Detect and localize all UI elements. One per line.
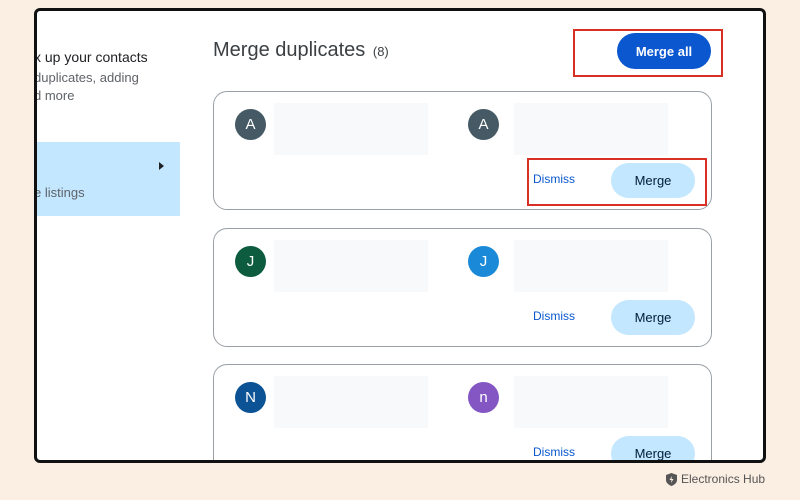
sidebar-item-label: e listings (34, 185, 85, 200)
annotation-highlight-box (573, 29, 723, 77)
merge-button[interactable]: Merge (611, 163, 695, 198)
dismiss-button[interactable]: Dismiss (533, 309, 575, 323)
avatar: A (468, 109, 499, 140)
merge-button[interactable]: Merge (611, 436, 695, 460)
merge-button[interactable]: Merge (611, 300, 695, 335)
duplicate-count: (8) (372, 44, 389, 59)
annotation-highlight-box (527, 158, 707, 206)
contact-details-placeholder (274, 240, 428, 292)
page-title: Merge duplicates (8) (213, 39, 389, 61)
avatar: n (468, 382, 499, 413)
avatar: N (235, 382, 266, 413)
contact-details-placeholder (514, 103, 668, 155)
sidebar-description-line: duplicates, adding (34, 70, 139, 85)
contact-details-placeholder (274, 376, 428, 428)
contact-details-placeholder (514, 240, 668, 292)
brand-logo-icon (666, 472, 677, 486)
merge-all-button[interactable]: Merge all (617, 33, 711, 69)
duplicate-card: J J Dismiss Merge (213, 228, 712, 347)
sidebar-title: x up your contacts (34, 49, 148, 65)
app-window: x up your contacts duplicates, adding d … (34, 8, 766, 463)
watermark: Electronics Hub (666, 472, 765, 486)
caret-right-icon (159, 162, 164, 170)
sidebar-description-line: d more (34, 88, 75, 103)
duplicate-card: N n Dismiss Merge (213, 364, 712, 460)
sidebar-item-listings[interactable]: e listings (37, 142, 180, 216)
contact-details-placeholder (514, 376, 668, 428)
sidebar: x up your contacts duplicates, adding d … (37, 11, 183, 460)
contact-details-placeholder (274, 103, 428, 155)
avatar: J (235, 246, 266, 277)
avatar: J (468, 246, 499, 277)
avatar: A (235, 109, 266, 140)
dismiss-button[interactable]: Dismiss (533, 172, 575, 186)
duplicate-card: A A Dismiss Merge (213, 91, 712, 210)
dismiss-button[interactable]: Dismiss (533, 445, 575, 459)
watermark-text: Electronics Hub (681, 472, 766, 486)
